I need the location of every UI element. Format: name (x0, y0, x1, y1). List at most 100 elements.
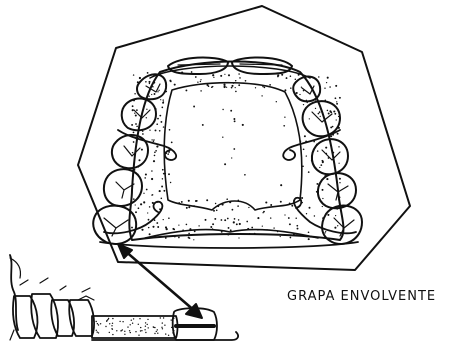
stipple-dot (152, 226, 154, 228)
stipple-dot (247, 228, 249, 230)
stipple-dot (229, 201, 231, 203)
stipple-dot (163, 190, 165, 192)
stipple-dot (224, 85, 226, 87)
stipple-dot (296, 92, 298, 94)
stipple-dot (122, 329, 123, 330)
stipple-dot (124, 331, 125, 332)
lateral-tooth-view (10, 255, 238, 340)
stipple-dot (155, 150, 157, 152)
stipple-dot (317, 150, 318, 151)
stipple-dot (153, 141, 155, 143)
stipple-dot (153, 326, 154, 327)
stipple-dot (165, 333, 166, 334)
stipple-dot (97, 323, 98, 324)
stipple-dot (133, 132, 135, 134)
stipple-dot (320, 164, 322, 166)
stipple-dot (149, 130, 150, 131)
stipple-dot (163, 317, 164, 318)
stipple-dot (338, 199, 339, 200)
stipple-dot (171, 319, 172, 320)
stipple-dot (276, 101, 277, 102)
stipple-dot (170, 81, 171, 82)
stipple-dot (233, 148, 235, 150)
stipple-dot (309, 207, 311, 209)
stipple-dot (202, 124, 204, 126)
stipple-dot (161, 186, 163, 188)
stipple-dot (264, 87, 266, 89)
stipple-dot (222, 137, 223, 138)
stipple-dot (248, 207, 249, 208)
stipple-dot (337, 133, 339, 135)
stipple-dot (151, 139, 152, 140)
stipple-dot (162, 169, 164, 171)
stipple-dot (144, 177, 146, 179)
stipple-dot (235, 87, 236, 88)
stipple-dot (327, 77, 329, 79)
stipple-dot (165, 237, 167, 239)
stipple-dot (178, 202, 180, 204)
incisor-left-detail (178, 64, 220, 65)
stipple-dot (215, 203, 216, 204)
stipple-dot (148, 219, 150, 221)
stipple-dot (329, 110, 331, 112)
stipple-dot (138, 324, 139, 325)
stipple-dot (231, 157, 232, 158)
stipple-dot (214, 218, 216, 220)
stipple-dot (156, 222, 158, 224)
stipple-dot (116, 330, 117, 331)
stipple-dot (255, 87, 256, 88)
stipple-dot (157, 226, 159, 228)
stipple-dot (158, 90, 159, 91)
stipple-dot (147, 319, 148, 320)
stipple-dot (127, 326, 128, 327)
stipple-dot (319, 167, 320, 168)
stipple-dot (162, 178, 163, 179)
stipple-dot (173, 229, 175, 231)
stipple-dot (178, 237, 180, 239)
stipple-dot (308, 238, 310, 240)
stipple-dot (303, 148, 305, 150)
stipple-dot (145, 326, 146, 327)
stipple-dot (335, 215, 336, 216)
stipple-dot (262, 86, 264, 88)
stipple-dot (329, 86, 331, 88)
stipple-dot (299, 94, 300, 95)
stipple-dot (138, 207, 140, 209)
stipple-dot (277, 76, 279, 78)
stipple-dot (284, 117, 285, 118)
stipple-dot (148, 327, 149, 328)
stipple-dot (132, 105, 134, 107)
stipple-dot (300, 141, 301, 142)
stipple-dot (262, 225, 263, 226)
stipple-dot (188, 206, 190, 208)
stipple-dot (224, 163, 226, 165)
stipple-dot (163, 219, 164, 220)
stipple-dot (284, 214, 285, 215)
upper-teeth (93, 57, 362, 243)
stipple-dot (330, 126, 332, 128)
stipple-dot (152, 86, 154, 88)
stipple-dot (319, 111, 321, 113)
stipple-dot (309, 118, 310, 119)
wraparound-wire (100, 242, 358, 248)
stipple-dot (132, 152, 134, 154)
stipple-dot (239, 77, 241, 79)
stipple-dot (144, 329, 145, 330)
stipple-dot (295, 79, 297, 81)
stipple-dot (163, 126, 164, 127)
stipple-dot (146, 109, 147, 110)
stipple-dot (170, 182, 171, 183)
stipple-dot (293, 234, 295, 236)
stipple-dot (314, 215, 315, 216)
stipple-dot (152, 194, 153, 195)
stipple-dot (188, 233, 190, 235)
stipple-dot (234, 218, 236, 220)
stipple-dot (291, 205, 293, 207)
stipple-dot (135, 211, 137, 213)
stipple-dot (320, 116, 321, 117)
stipple-dot (100, 323, 101, 324)
stipple-dot (111, 325, 112, 326)
stipple-dot (277, 231, 279, 233)
stipple-dot (105, 326, 106, 327)
stipple-dot (156, 331, 157, 332)
